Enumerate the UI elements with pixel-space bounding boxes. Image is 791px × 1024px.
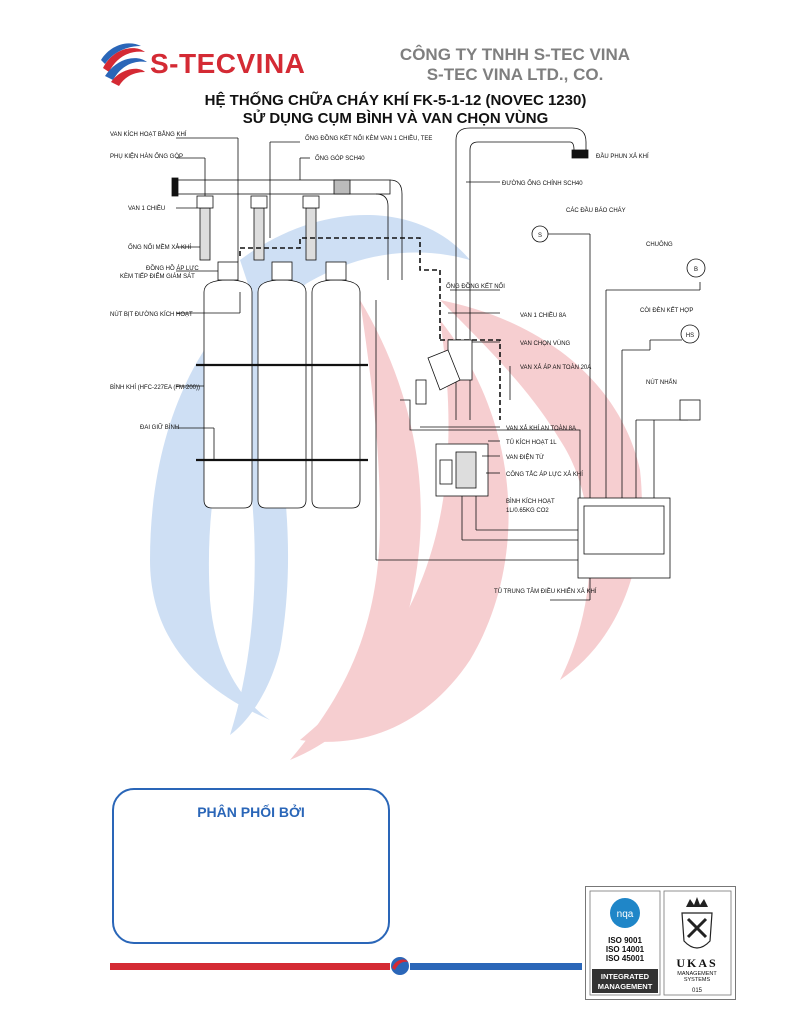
gas-cylinder-2: [257, 279, 307, 509]
label-gas-cylinder: BÌNH KHÍ (HFC-227EA (FM-200)): [110, 384, 200, 391]
label-copper-tube: ỐNG ĐỒNG KẾT NỐI: [446, 283, 505, 290]
integrated-text-1: INTEGRATED: [601, 972, 650, 981]
diagram-title-line-2: SỬ DỤNG CỤM BÌNH VÀ VAN CHỌN VÙNG: [242, 110, 549, 127]
label-cylinder-strap: ĐAI GIỮ BÌNH: [140, 424, 179, 431]
label-selector-valve: VAN CHỌN VÙNG: [520, 340, 571, 347]
iso-14001: ISO 14001: [606, 945, 645, 954]
nqa-logo-icon: [610, 898, 640, 928]
diagram-title-line-1: HỆ THỐNG CHỮA CHÁY KHÍ FK-5-1-12 (NOVEC …: [204, 92, 587, 109]
label-pilot-cylinder-1: BÌNH KÍCH HOẠT: [506, 498, 555, 505]
watermark-logo: [150, 215, 642, 760]
label-bell: CHUÔNG: [646, 241, 673, 248]
label-relief-valve-20a: VAN XẢ ÁP AN TOÀN 20A: [520, 364, 591, 371]
label-manifold-fitting: PHỤ KIỆN HÀN ỐNG GÓP: [110, 152, 183, 160]
nqa-text: nqa: [617, 909, 634, 920]
brand-name: S-TECVINA: [150, 48, 306, 79]
footer-bar-blue: [410, 963, 582, 970]
ukas-text: UKAS: [676, 956, 717, 970]
ukas-sub-1: MANAGEMENT: [677, 971, 717, 977]
label-push-button: NÚT NHẤN: [646, 379, 677, 386]
label-main-pipe: ĐƯỜNG ỐNG CHÍNH SCH40: [502, 180, 583, 187]
label-copper-tube-tee: ỐNG ĐỒNG KẾT NỐI KÈM VAN 1 CHIỀU, TEE: [305, 135, 432, 142]
label-horn-strobe: CÒI ĐÈN KẾT HỢP: [640, 307, 693, 314]
label-fire-detectors: CÁC ĐẦU BÁO CHÁY: [566, 207, 626, 214]
footer-bar-red: [110, 963, 390, 970]
iso-45001: ISO 45001: [606, 954, 645, 963]
label-check-valve: VAN 1 CHIỀU: [128, 205, 165, 212]
distributor-box: PHÂN PHỐI BỞI: [112, 788, 390, 944]
label-flex-hose: ỐNG NỐI MỀM XẢ KHÍ: [128, 244, 191, 251]
label-actuation-plug: NÚT BỊT ĐƯỜNG KÍCH HOẠT: [110, 311, 193, 318]
gas-cylinder-1: [203, 279, 253, 509]
label-pressure-gauge-2: KÈM TIẾP ĐIỂM GIÁM SÁT: [120, 273, 195, 280]
stec-logo-icon: [101, 42, 147, 86]
label-control-panel: TỦ TRUNG TÂM ĐIỀU KHIỂN XẢ KHÍ: [494, 588, 597, 595]
horn-strobe-icon: HS: [686, 333, 694, 339]
crown-icon: [686, 897, 708, 907]
label-manifold: ỐNG GÓP SCH40: [315, 155, 365, 162]
label-pressure-gauge-1: ĐỒNG HỒ ÁP LỰC: [146, 265, 199, 272]
integrated-text-2: MANAGEMENT: [598, 982, 653, 991]
certification-badge: nqa ISO 9001 ISO 14001 ISO 45001 INTEGRA…: [585, 886, 736, 1000]
ukas-sub-2: SYSTEMS: [684, 977, 711, 983]
smoke-detector-icon: S: [538, 233, 542, 239]
ukas-number: 015: [692, 988, 703, 994]
label-gas-actuator-valve: VAN KÍCH HOẠT BẰNG KHÍ: [110, 130, 187, 138]
label-solenoid-valve: VAN ĐIỆN TỪ: [506, 453, 544, 461]
label-pressure-switch: CÔNG TẮC ÁP LỰC XẢ KHÍ: [506, 470, 583, 478]
label-nozzle: ĐẦU PHUN XẢ KHÍ: [596, 153, 649, 160]
distributor-label: PHÂN PHỐI BỞI: [197, 804, 305, 820]
bell-icon: B: [694, 267, 698, 273]
iso-9001: ISO 9001: [608, 936, 642, 945]
label-check-valve-8a: VAN 1 CHIỀU 8A: [520, 312, 566, 319]
gas-cylinder-3: [311, 279, 361, 509]
shield-icon: [681, 912, 713, 949]
label-pilot-cylinder-2: 1L/0.65KG CO2: [506, 508, 549, 514]
label-actuator-cabinet: TỦ KÍCH HOẠT 1L: [506, 439, 557, 446]
label-safety-vent-8a: VAN XẢ KHÍ AN TOÀN 8A: [506, 425, 576, 432]
company-name-en: S-TEC VINA LTD., CO.: [426, 65, 604, 84]
company-name-vn: CÔNG TY TNHH S-TEC VINA: [399, 45, 631, 64]
